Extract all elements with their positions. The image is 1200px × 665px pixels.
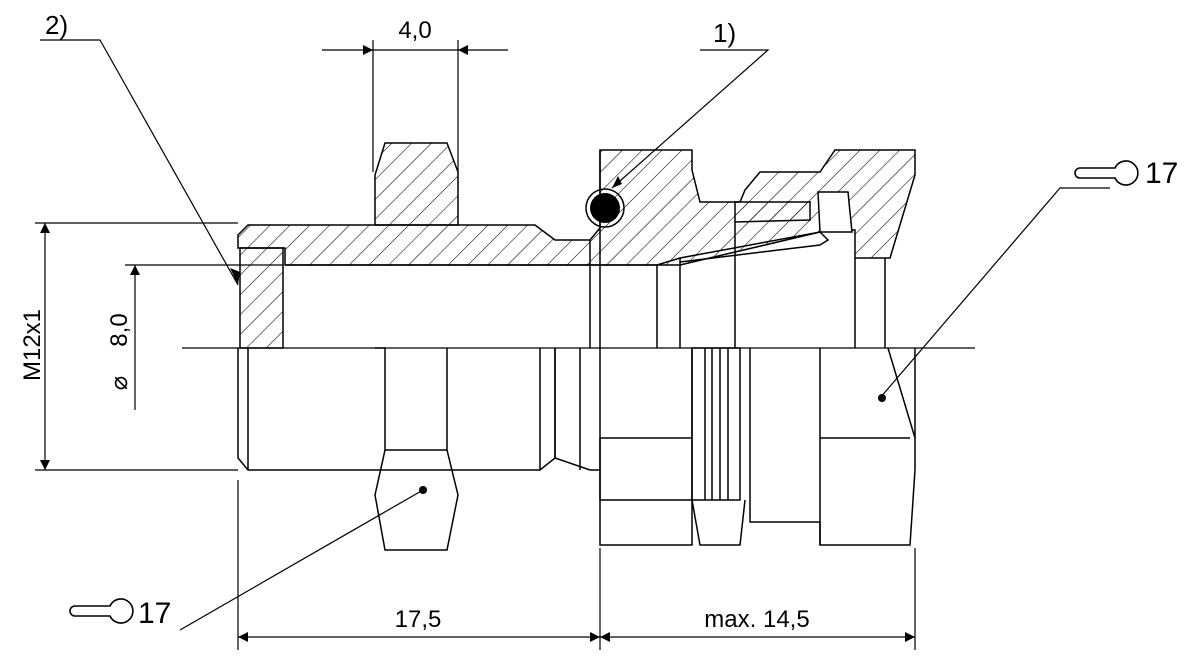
dim-width-top: 4,0 [398,17,431,44]
callout-1: 1) [713,18,736,48]
dim-length-left: 17,5 [395,606,442,633]
body-section [237,149,916,266]
callout-2: 2) [45,10,68,40]
wrench-icon [69,598,134,624]
cap-nut-hex [749,348,916,546]
lock-nut-section [374,142,459,226]
seal-washer-section [239,247,284,349]
wrench-size-right: 17 [1145,157,1178,190]
diameter-symbol: ⌀ [106,376,133,390]
body-hex [599,348,693,546]
dim-bore: 8,0 [106,313,133,346]
wrench-icon [1074,160,1139,186]
lock-nut-hex [374,347,459,551]
dim-length-right: max. 14,5 [704,606,809,633]
o-ring [590,193,620,223]
wrench-size-left: 17 [138,597,171,630]
dim-thread: M12x1 [19,309,46,381]
clamp-insert [734,201,811,223]
thread-body [237,348,556,471]
